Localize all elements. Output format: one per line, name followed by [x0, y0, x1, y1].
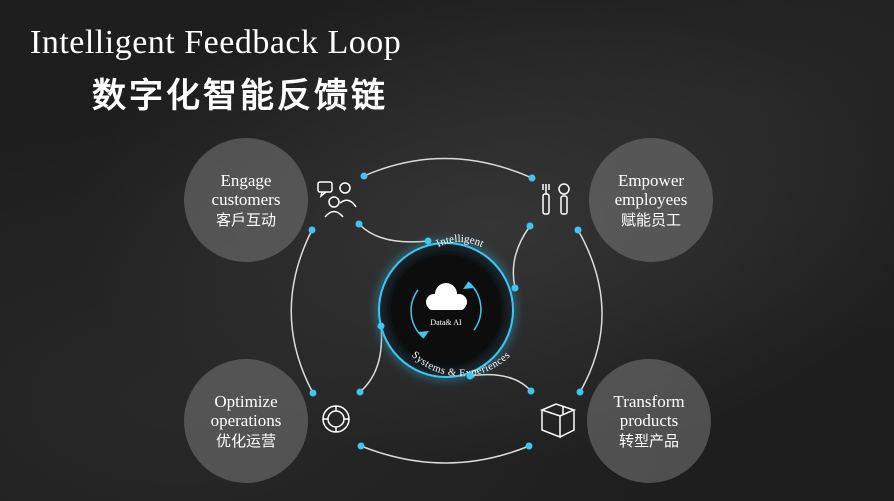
loop-arc-top [363, 157, 533, 179]
cycle-icon [322, 405, 350, 433]
connector-optimize [359, 325, 383, 393]
core-label-data: Data& AI [430, 318, 462, 327]
loop-arc-bottom [360, 445, 530, 464]
page-title-en: Intelligent Feedback Loop [30, 24, 402, 61]
cloud-icon [426, 283, 467, 310]
page-title-zh: 数字化智能反馈链 [92, 76, 388, 116]
node-transform-label-en: Transform products [613, 391, 685, 430]
core-arrow-left [410, 289, 425, 339]
node-transform-label-zh: 转型产品 [618, 431, 679, 450]
node-engage-label-en: Engage customers [211, 170, 281, 209]
loop-arc-right [577, 229, 603, 393]
core-label-top: Intelligent [434, 233, 485, 250]
node-optimize-label-en: Optimize operations [210, 391, 282, 430]
node-empower-label-en: Empower employees [614, 170, 688, 209]
node-optimize-label-zh: 优化运营 [215, 431, 276, 450]
tools-icon [542, 183, 570, 215]
core-circle: Intelligent Data& AI Systems & Experienc… [378, 233, 514, 379]
node-engage-label-zh: 客戶互动 [215, 210, 276, 229]
connector-transform [469, 373, 532, 392]
node-engage-customers[interactable]: Engage customers 客戶互动 [184, 138, 308, 262]
connector-engage [358, 223, 429, 243]
node-empower-label-zh: 赋能员工 [620, 210, 681, 229]
package-icon [539, 403, 577, 439]
node-optimize-operations[interactable]: Optimize operations 优化运营 [184, 359, 308, 483]
loop-arc-left [290, 229, 314, 394]
loop-dots [308, 172, 584, 450]
loop-lines [290, 157, 603, 464]
core-arrow-right [467, 281, 482, 331]
node-transform-products[interactable]: Transform products 转型产品 [587, 359, 711, 483]
node-empower-employees[interactable]: Empower employees 赋能员工 [589, 138, 713, 262]
people-chat-icon [317, 181, 357, 218]
connector-empower [512, 225, 531, 289]
